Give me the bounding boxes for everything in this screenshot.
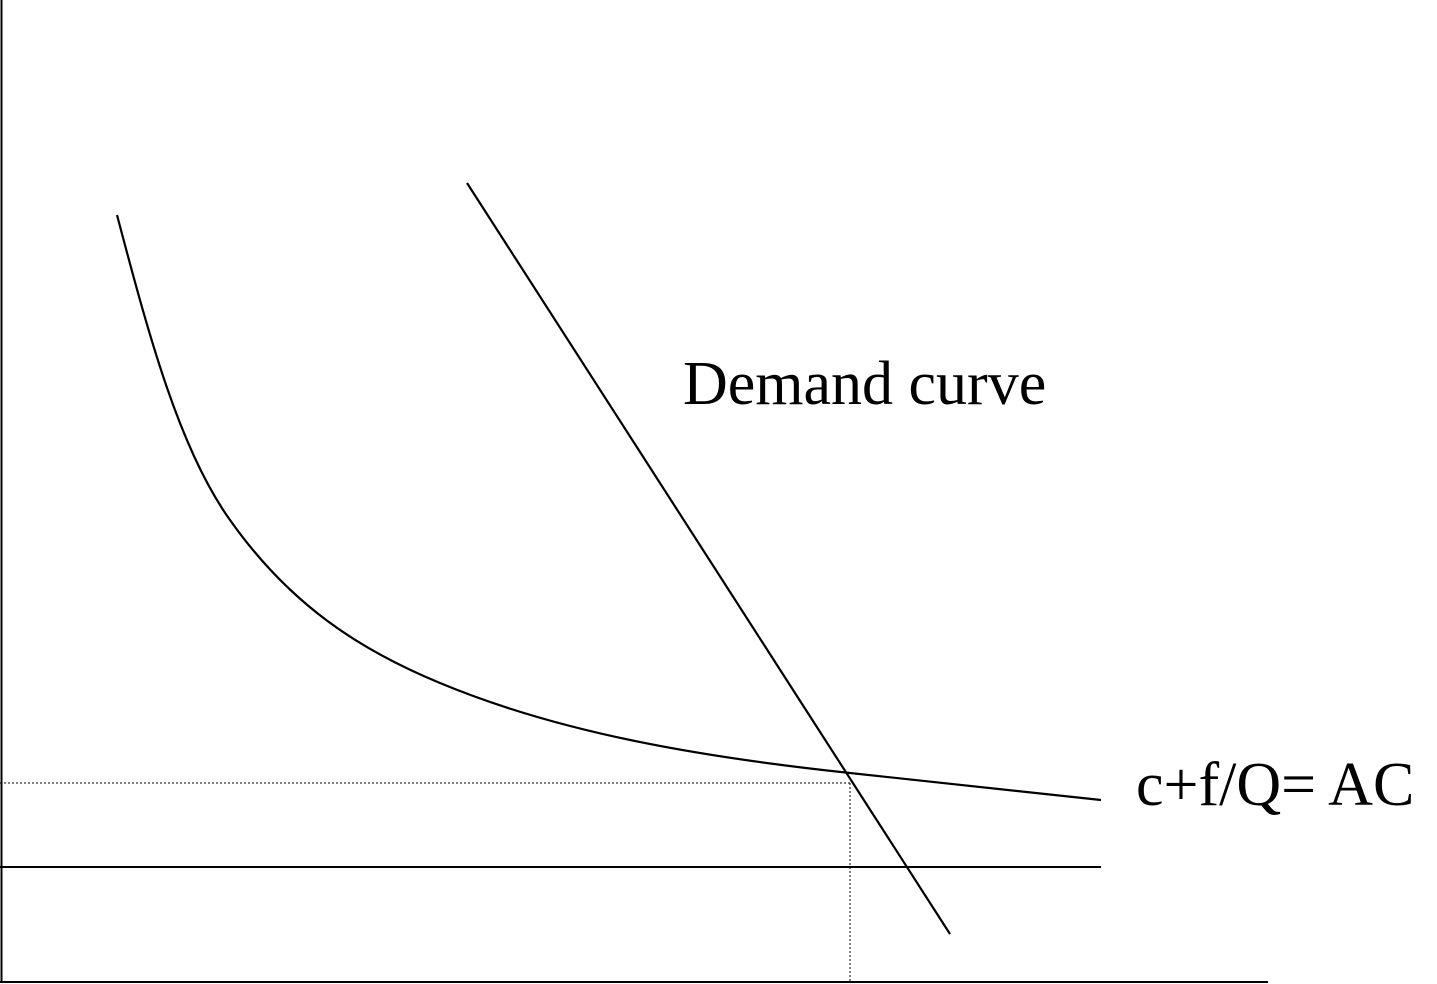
average-cost-label: c+f/Q= AC (1136, 751, 1414, 819)
demand-curve-line (466, 182, 951, 935)
demand-curve-label: Demand curve (683, 350, 1046, 418)
average-cost-curve (115, 214, 1102, 802)
